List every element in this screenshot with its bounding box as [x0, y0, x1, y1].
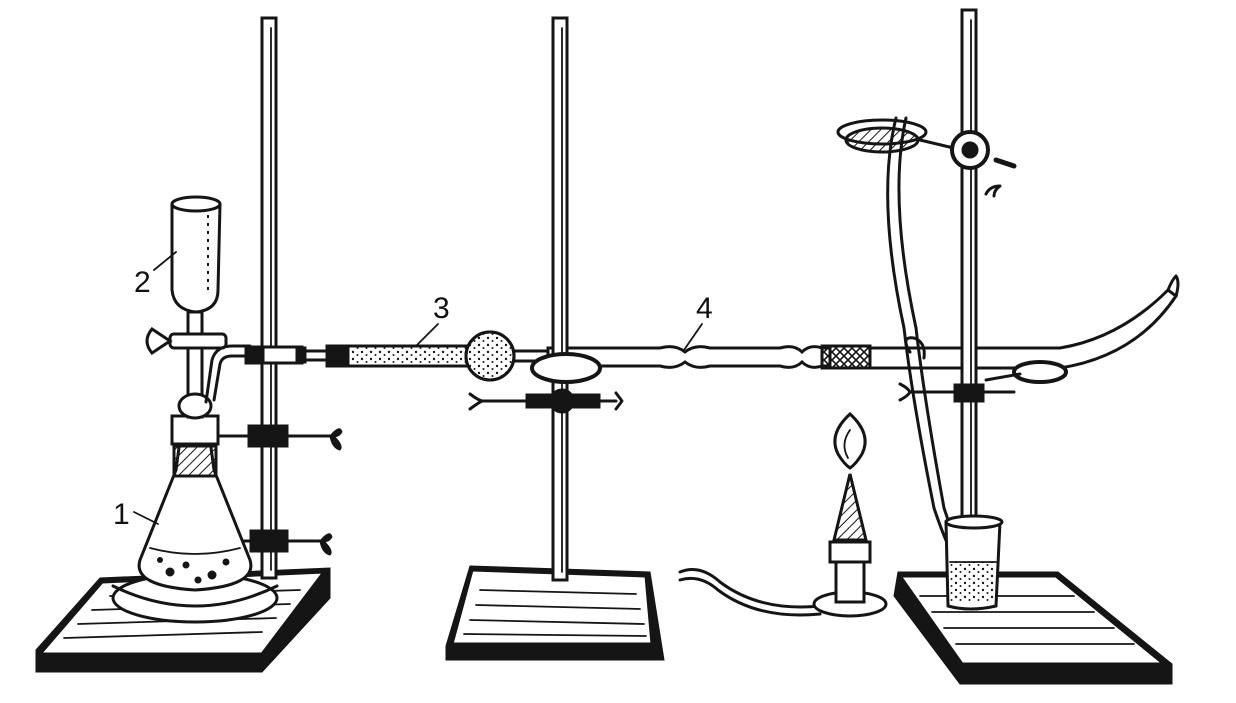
drying-tube — [325, 330, 550, 382]
middle-stand-rod — [551, 16, 569, 582]
flame — [833, 411, 867, 470]
label-2-text: 2 — [134, 266, 151, 299]
flask-side-arm — [212, 354, 252, 402]
label-1-text: 1 — [113, 498, 130, 531]
conical-flask — [111, 414, 279, 624]
label-3-text: 3 — [433, 292, 450, 325]
connector-tube-left — [244, 345, 307, 365]
flask-neck-clamp — [216, 424, 343, 451]
middle-stand — [445, 16, 665, 661]
gas-outlet-tube — [886, 116, 964, 560]
label-4-text: 4 — [696, 292, 713, 325]
label-funnel: 2 — [134, 251, 177, 299]
top-ring-clamp — [836, 118, 1017, 198]
right-stand-base — [893, 571, 1173, 685]
right-stand-rod — [960, 8, 978, 582]
stopcock-tap — [145, 327, 228, 355]
middle-stand-base — [445, 565, 665, 661]
middle-tube-clamp — [468, 352, 624, 414]
bunsen-burner — [678, 411, 888, 618]
dropping-funnel — [145, 195, 228, 420]
flask-base-clamp — [230, 529, 333, 556]
collection-beaker — [944, 514, 1004, 611]
reaction-tube — [546, 274, 1180, 370]
flask-liquid-bubbles — [157, 557, 230, 584]
left-stand-rod — [260, 16, 278, 580]
label-flask: 1 — [113, 498, 159, 531]
label-drying-tube: 3 — [415, 292, 450, 347]
gas-hose — [678, 568, 822, 609]
flask-side-arm-outer — [204, 344, 252, 404]
label-reaction-tube: 4 — [683, 292, 713, 351]
right-tube-clamp — [898, 360, 1068, 403]
